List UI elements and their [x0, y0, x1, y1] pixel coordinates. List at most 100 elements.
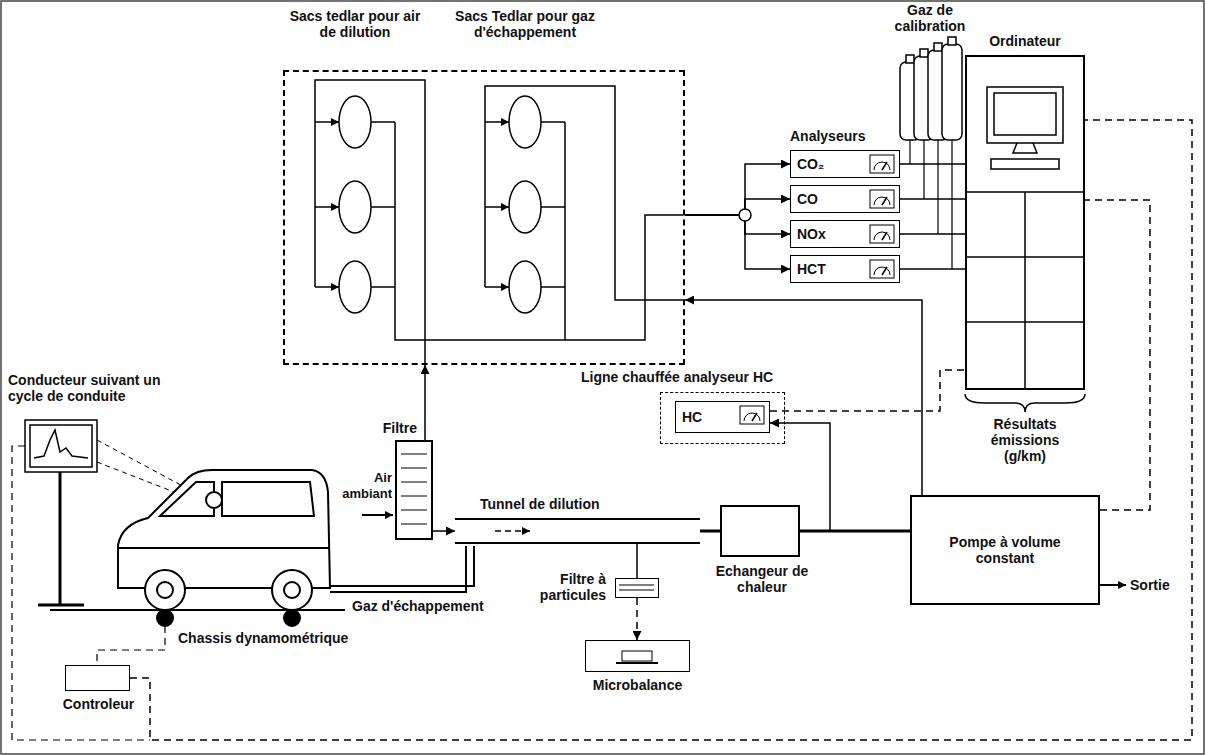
caption-label: Sortie: [1130, 577, 1170, 593]
particle-filter: Filtre à particules: [615, 578, 659, 598]
node-heading: Microbalance: [586, 677, 689, 693]
node-label: NOx: [797, 226, 826, 242]
calibration-bottles: [920, 49, 928, 57]
connector: [424, 365, 426, 440]
analyser-box: HC: [675, 401, 770, 433]
bag-group: Sacs tedlar pour air de dilutionSacs Ted…: [283, 70, 685, 365]
node-label: CO₂: [797, 156, 824, 172]
exhaust-pipe: [330, 546, 474, 586]
tedlar-bags: [315, 80, 683, 363]
tedlar-bags: [315, 80, 425, 363]
connector: [685, 199, 790, 215]
node-label: HC: [682, 409, 702, 425]
results-brace: [965, 394, 1085, 412]
car: [118, 547, 330, 549]
caption-label: Air ambiant: [334, 470, 392, 502]
calibration-bottles: [934, 43, 942, 51]
gauge-icon: [752, 413, 757, 421]
tedlar-bags: [564, 122, 566, 340]
connector: [900, 233, 965, 235]
tedlar-bags: [315, 206, 339, 208]
caption-label: Chassis dynamométrique: [178, 630, 348, 646]
gauge-icon: [882, 197, 887, 205]
tedlar-bags: [371, 121, 395, 123]
computer-icon: [991, 159, 1059, 169]
driver-screen: [34, 430, 88, 458]
filter-icon: [619, 585, 654, 586]
tedlar-bags: [541, 121, 565, 123]
calibration-bottles: [948, 37, 956, 45]
air-arrow: [362, 514, 393, 516]
filter-icon: [619, 590, 654, 591]
driver-screen: [30, 425, 92, 467]
tedlar-bags: [541, 206, 565, 208]
driver-screen: [38, 604, 84, 607]
computer-icon: [1024, 192, 1026, 388]
connector: [900, 268, 965, 270]
caption-label: Gaz de calibration: [885, 2, 975, 34]
calibration-lines: [910, 140, 952, 269]
tedlar-bags: [485, 206, 509, 208]
calibration-lines: [909, 140, 910, 164]
connector: [685, 215, 790, 269]
tedlar-bags: [395, 122, 683, 340]
caption-label: Analyseurs: [790, 128, 865, 144]
dynamometer: [157, 610, 173, 626]
connector: [685, 164, 790, 215]
driver-screen: [25, 420, 97, 472]
computer-icon: [967, 57, 1083, 388]
sortie-arrow: [1100, 584, 1126, 586]
gauge-icon: [870, 155, 894, 173]
exhaust-pipe: [330, 546, 474, 592]
driver-screen: [25, 420, 97, 605]
computer-icon: [987, 87, 1063, 143]
gauge-icon: [882, 267, 887, 275]
computer-icon: [967, 87, 1083, 388]
tedlar-bags: [509, 261, 541, 313]
computer-cabinet: Ordinateur: [965, 55, 1085, 390]
filter-icon: [401, 524, 427, 525]
analyser-box: HCT: [790, 255, 900, 283]
gauge-icon: [869, 154, 895, 174]
calibration-bottles: [942, 44, 962, 140]
flow-arrow: [495, 531, 530, 532]
pump-box: Pompe à volume constant: [910, 495, 1100, 605]
balance-icon: [616, 662, 658, 664]
gauge-icon: [874, 267, 890, 275]
exhaust-pipe: [330, 546, 466, 592]
gauge-icon: [874, 162, 890, 170]
node-heading: Ligne chauffée analyseur HC: [581, 369, 773, 385]
calibration-bottles: [906, 55, 914, 63]
air-filter: Filtre: [395, 440, 433, 540]
node-heading: Filtre à particules: [516, 571, 606, 603]
analyser-box: CO: [790, 185, 900, 213]
connector: [636, 544, 638, 578]
car: [222, 482, 314, 516]
tedlar-bags: [509, 96, 541, 148]
tedlar-bags: [541, 286, 565, 288]
tedlar-bags: [371, 206, 395, 208]
gauge-icon: [870, 225, 894, 243]
result-label: Résultats émissions (g/km): [975, 416, 1075, 464]
car: [284, 582, 300, 598]
flow-arrow: [495, 530, 530, 532]
car: [272, 570, 312, 610]
connector: [900, 163, 965, 165]
splitter: [739, 209, 751, 221]
tedlar-bags: [339, 181, 371, 233]
node-label: CO: [797, 191, 818, 207]
gauge-icon: [739, 405, 765, 425]
tedlar-bags: [285, 72, 683, 363]
connector: [770, 370, 965, 411]
connector: [685, 215, 790, 234]
car: [157, 582, 173, 598]
connector: [433, 530, 455, 532]
microbalance: Microbalance: [585, 640, 690, 672]
node-heading: Filtre: [383, 420, 417, 436]
gauge-icon: [870, 190, 894, 208]
balance-icon: [586, 641, 688, 670]
analyser-box: NOx: [790, 220, 900, 248]
connector: [900, 198, 965, 200]
driver-screen: [59, 472, 62, 605]
